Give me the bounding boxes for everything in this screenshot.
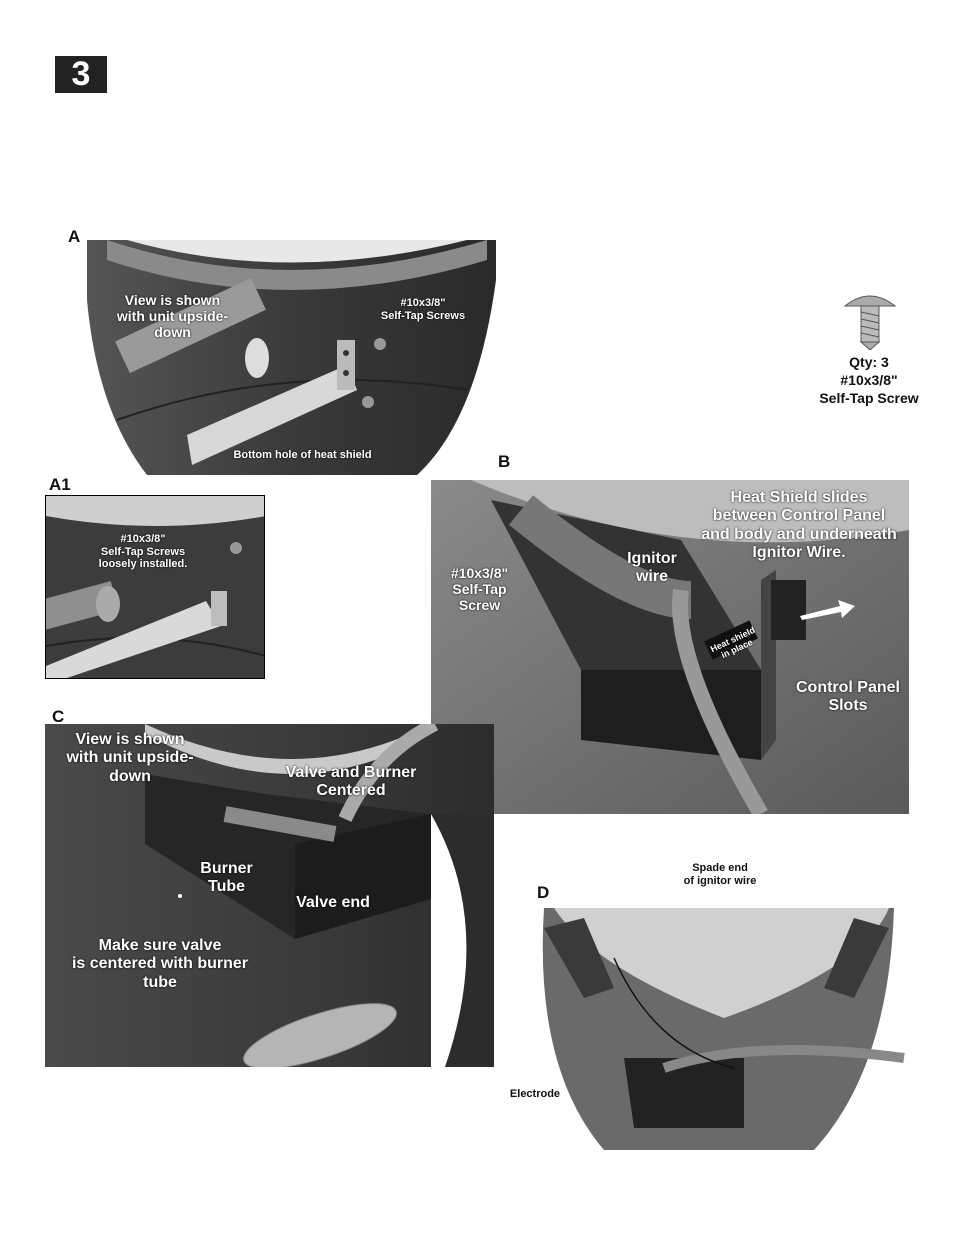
panel-a-screws-label: #10x3/8" Self-Tap Screws — [380, 297, 466, 322]
slide-direction-arrow-icon — [800, 598, 855, 622]
panel-b-ignitor-label: Ignitor wire — [627, 550, 677, 586]
step-number-badge: 3 — [55, 56, 107, 93]
panel-b-illustration — [431, 480, 909, 814]
panel-c-burner-tube-label: Burner Tube — [200, 860, 253, 896]
panel-b-letter: B — [498, 452, 511, 471]
hardware-name: Self-Tap Screw — [819, 390, 919, 406]
panel-c-make-sure-label: Make sure valve is centered with burner … — [71, 937, 249, 991]
panel-b-slots-label: Control Panel Slots — [795, 679, 900, 715]
panel-c-view-note: View is shown with unit upside-down — [66, 731, 194, 785]
panel-d-spade-label: Spade end of ignitor wire — [683, 862, 757, 887]
panel-c-valve-burner-label: Valve and Burner Centered — [285, 764, 417, 800]
panel-a-hole-label: Bottom hole of heat shield — [233, 449, 372, 461]
panel-b-screw-label: #10x3/8" Self-Tap Screw — [450, 565, 509, 614]
panel-d-illustration — [494, 908, 906, 1150]
panel-c-valve-end-label: Valve end — [296, 894, 370, 911]
panel-c-illustration — [45, 724, 494, 1067]
panel-a-illustration — [87, 240, 496, 475]
panel-a-letter: A — [68, 227, 81, 246]
panel-a-view-note: View is shown with unit upside-down — [116, 292, 229, 341]
panel-c-letter: C — [52, 707, 65, 726]
hardware-size: #10x3/8" — [840, 372, 898, 388]
panel-a1-screws-label: #10x3/8" Self-Tap Screws loosely install… — [98, 533, 188, 571]
hardware-qty: Qty: 3 — [849, 354, 889, 370]
panel-d-letter: D — [537, 883, 550, 902]
self-tap-screw-icon — [843, 292, 897, 351]
panel-d-electrode-label: Electrode — [509, 1088, 561, 1100]
panel-a1-illustration — [45, 495, 265, 679]
panel-b-heat-shield-label: Heat Shield slides between Control Panel… — [701, 489, 897, 562]
panel-a1-letter: A1 — [49, 475, 71, 494]
